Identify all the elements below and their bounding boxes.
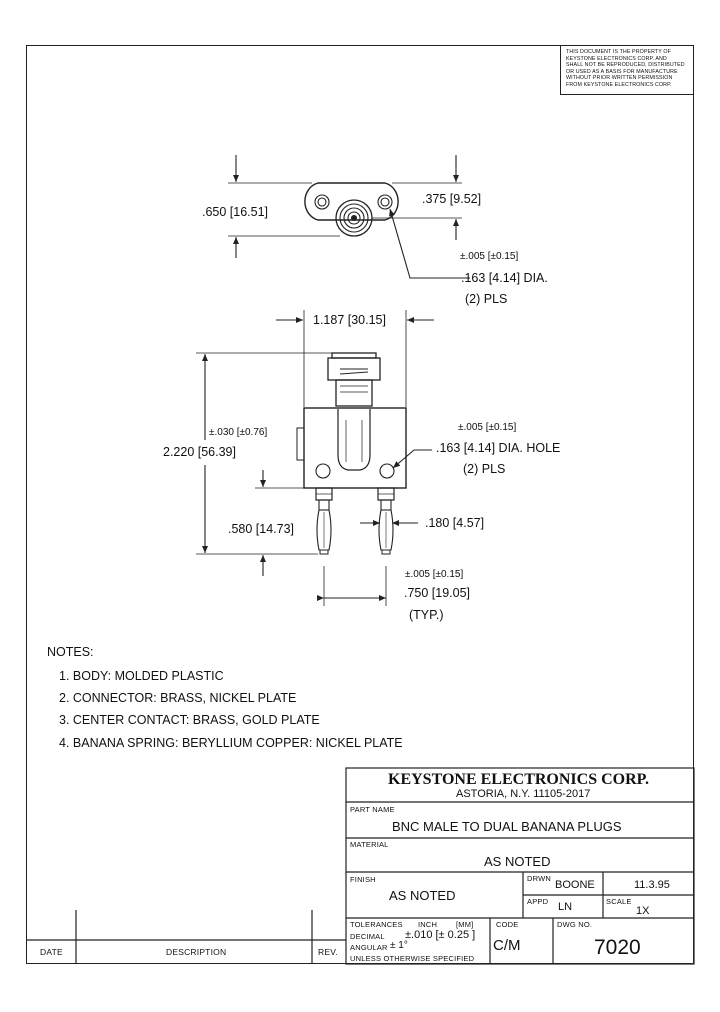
legal-notice: THIS DOCUMENT IS THE PROPERTY OF KEYSTON… <box>560 45 694 95</box>
company-name: KEYSTONE ELECTRONICS CORP. <box>388 771 649 788</box>
scale-value: 1X <box>636 905 650 917</box>
part-name: BNC MALE TO DUAL BANANA PLUGS <box>392 819 622 834</box>
scale-label: SCALE <box>606 897 632 906</box>
legal-line: SHALL NOT BE REPRODUCED, DISTRIBUTED <box>566 62 685 69</box>
material-label: MATERIAL <box>350 840 389 849</box>
appd-value: LN <box>558 901 573 913</box>
legal-line: FROM KEYSTONE ELECTRONICS CORP. <box>566 81 672 88</box>
finish-label: FINISH <box>350 875 376 884</box>
front-pin-length-dim: .580 [14.73] <box>228 522 295 536</box>
drwn-value: BOONE <box>555 879 595 891</box>
appd-label: APPD <box>527 897 549 906</box>
rev-date-label: DATE <box>40 947 63 957</box>
front-hole-dim: .163 [4.14] DIA. HOLE <box>436 441 561 455</box>
tolerances-label: TOLERANCES <box>350 920 403 929</box>
rev-label: REV. <box>318 947 338 957</box>
drwn-label: DRWN <box>527 874 551 883</box>
date-value: 11.3.95 <box>634 879 670 891</box>
top-height-dim: .650 [16.51] <box>202 205 269 219</box>
front-spacing-tol: ±.005 [±0.15] <box>405 569 464 580</box>
finish-value: AS NOTED <box>389 888 456 903</box>
angular-tol: ± 1° <box>390 940 408 951</box>
note-item: 4. BANANA SPRING: BERYLLIUM COPPER: NICK… <box>59 736 403 750</box>
legal-line: WITHOUT PRIOR WRITTEN PERMISSION <box>566 75 673 82</box>
note-item: 3. CENTER CONTACT: BRASS, GOLD PLATE <box>59 713 320 727</box>
top-hole-tolerance: ±.005 [±0.15] <box>460 251 519 262</box>
legal-line: OR USED AS A BASIS FOR MANUFACTURE <box>566 68 678 75</box>
code-value: C/M <box>493 937 521 954</box>
front-spacing-dim: .750 [19.05] <box>404 586 471 600</box>
dwg-no: 7020 <box>594 936 641 959</box>
top-hole-qty: (2) PLS <box>465 292 508 306</box>
material-value: AS NOTED <box>484 854 551 869</box>
decimal-label: DECIMAL <box>350 932 385 941</box>
notes-title: NOTES: <box>47 645 94 659</box>
front-view <box>196 310 434 606</box>
front-spacing-note: (TYP.) <box>409 608 444 622</box>
legal-line: KEYSTONE ELECTRONICS CORP. AND <box>566 55 667 62</box>
legal-line: THIS DOCUMENT IS THE PROPERTY OF <box>566 49 671 55</box>
code-label: CODE <box>496 920 519 929</box>
angular-label: ANGULAR <box>350 943 388 952</box>
unless-label: UNLESS OTHERWISE SPECIFIED <box>350 954 475 963</box>
front-width-dim: 1.187 [30.15] <box>313 313 386 327</box>
front-pin-dia-dim: .180 [4.57] <box>425 516 485 530</box>
rev-description-label: DESCRIPTION <box>166 947 227 957</box>
decimal-tol: ±.010 [± 0.25 ] <box>405 929 476 941</box>
top-view <box>228 155 470 279</box>
top-hole-dim: .163 [4.14] DIA. <box>461 271 548 285</box>
note-item: 2. CONNECTOR: BRASS, NICKEL PLATE <box>59 691 297 705</box>
front-overall-height-dim: 2.220 [56.39] <box>163 445 236 459</box>
top-offset-dim: .375 [9.52] <box>422 192 482 206</box>
front-hole-tolerance: ±.005 [±0.15] <box>458 422 517 433</box>
inch-label: INCH <box>418 920 438 929</box>
dwg-no-label: DWG NO. <box>557 920 593 929</box>
note-item: 1. BODY: MOLDED PLASTIC <box>59 669 224 683</box>
title-block-lines <box>26 767 695 965</box>
part-name-label: PART NAME <box>350 805 395 814</box>
mm-label: [MM] <box>456 920 474 929</box>
front-overall-height-tol: ±.030 [±0.76] <box>209 427 268 438</box>
company-address: ASTORIA, N.Y. 11105-2017 <box>456 788 591 800</box>
front-hole-qty: (2) PLS <box>463 462 506 476</box>
